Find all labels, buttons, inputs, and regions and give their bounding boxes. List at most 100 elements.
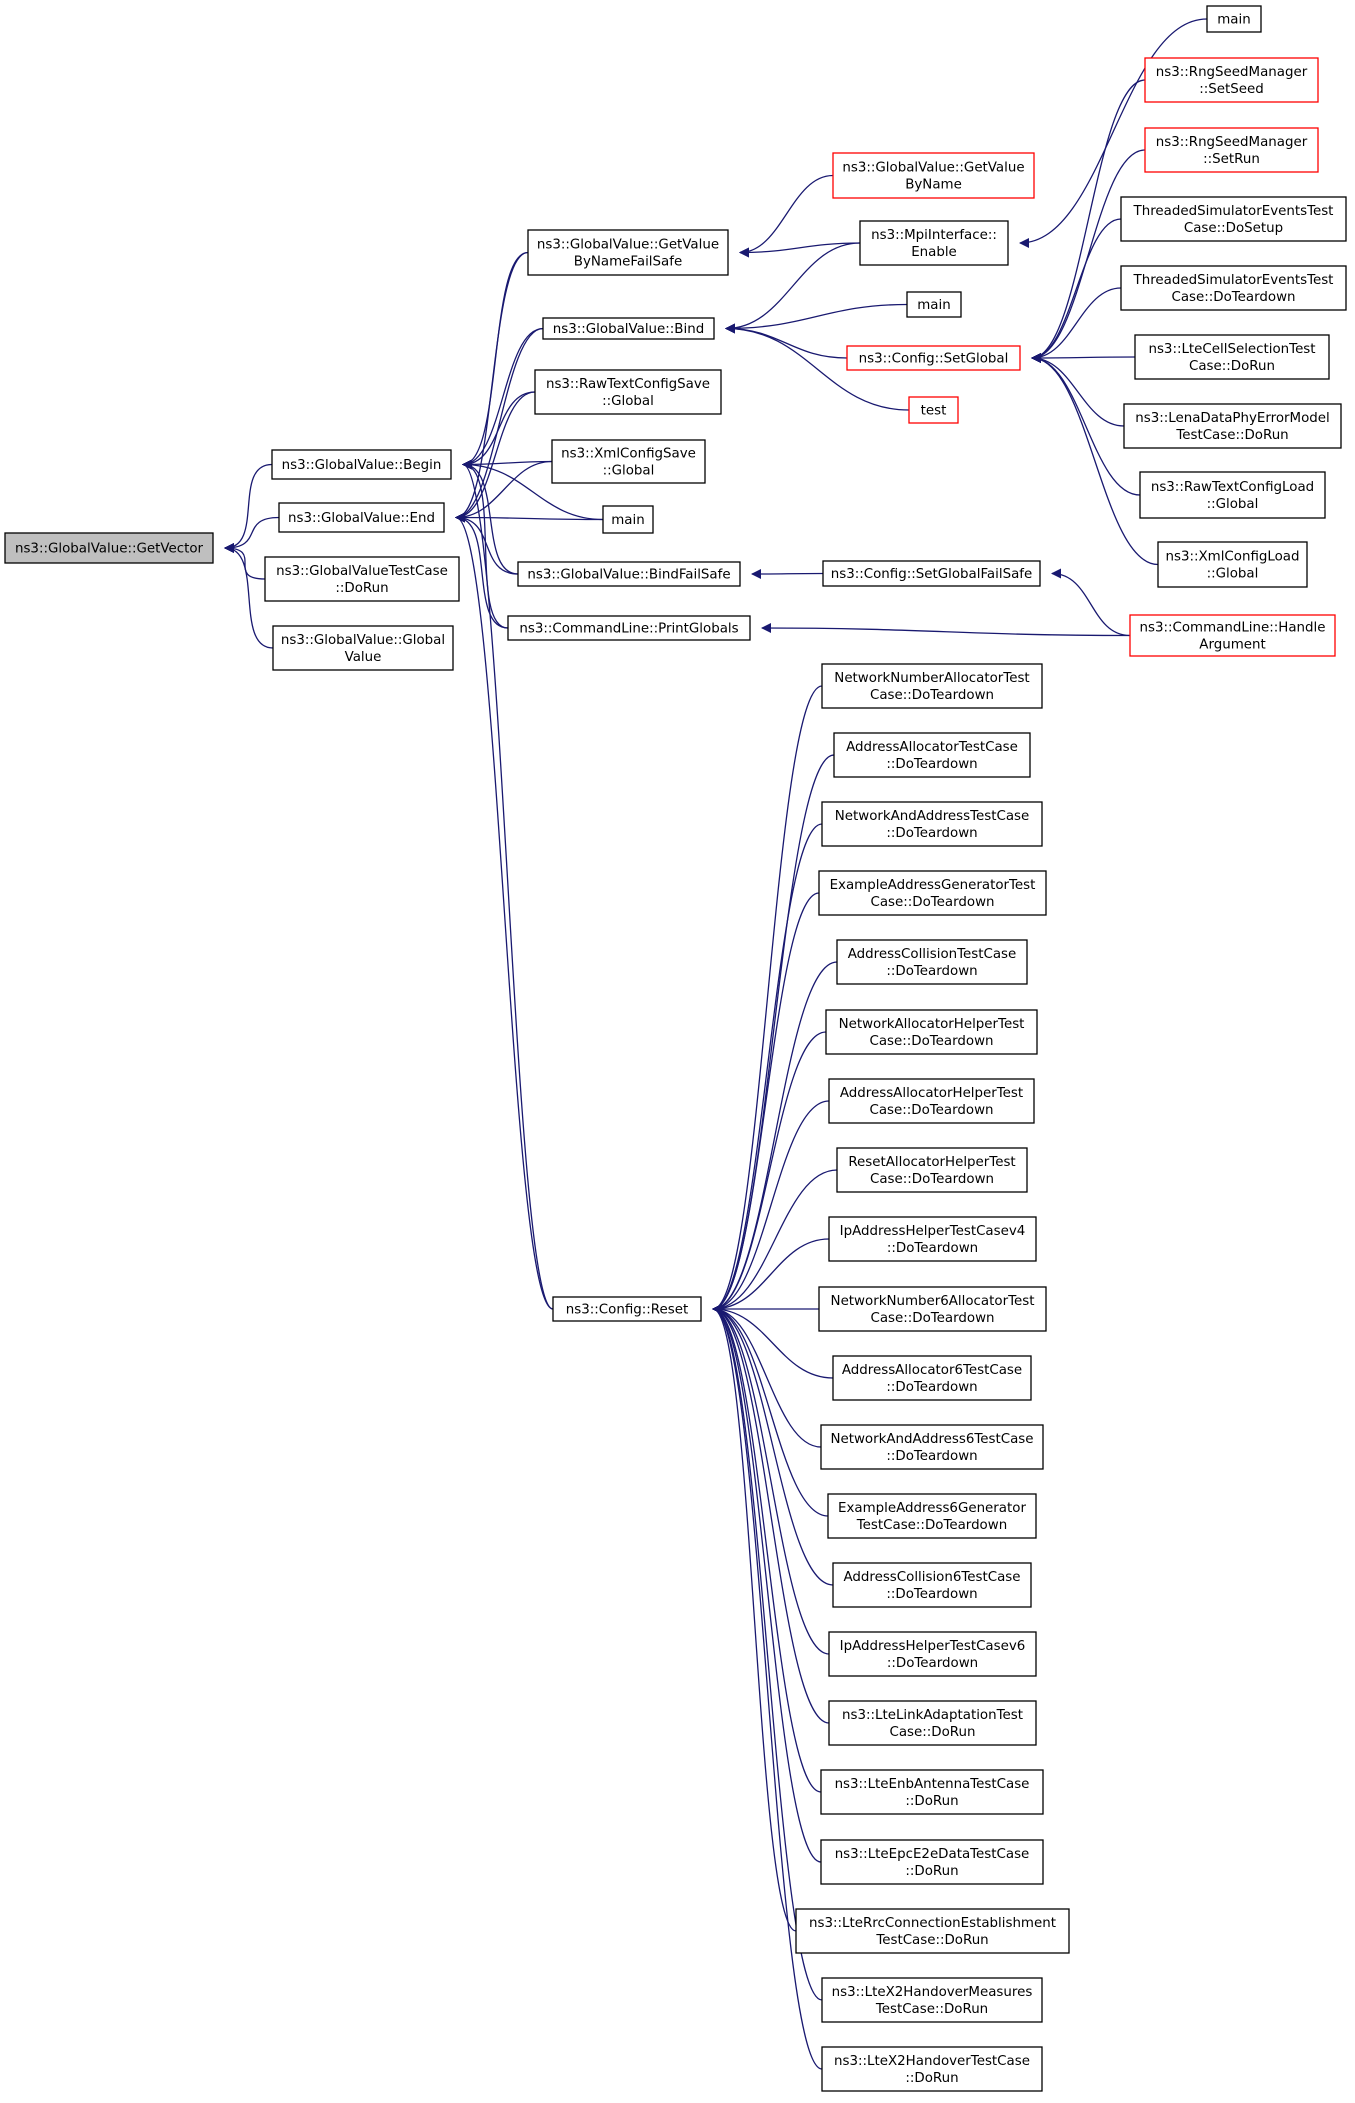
node-label: Case::DoTeardown (869, 1034, 993, 1049)
edge-configreset-r20 (712, 1304, 823, 2001)
node-xmlsave[interactable]: ns3::XmlConfigSave::Global (551, 439, 706, 484)
node-label: Case::DoRun (890, 1725, 976, 1740)
node-label: main (1217, 13, 1250, 28)
node-box (264, 556, 460, 602)
node-label: ns3::Config::SetGlobalFailSafe (831, 567, 1032, 582)
node-box (278, 502, 445, 533)
edge-setglobal-rngsetseed (1031, 79, 1146, 363)
node-r06[interactable]: NetworkAllocatorHelperTestCase::DoTeardo… (825, 1009, 1038, 1055)
node-label: ::SetSeed (1199, 82, 1264, 97)
node-r07[interactable]: AddressAllocatorHelperTestCase::DoTeardo… (828, 1078, 1035, 1124)
node-label: ns3::LteEnbAntennaTestCase (835, 1777, 1030, 1792)
node-r10[interactable]: NetworkNumber6AllocatorTestCase::DoTeard… (818, 1286, 1047, 1332)
edge-configreset-r19 (712, 1304, 797, 1932)
edge-begin-xmlsave (462, 459, 553, 470)
node-r20[interactable]: ns3::LteX2HandoverMeasuresTestCase::DoRu… (821, 1977, 1043, 2023)
node-configreset[interactable]: ns3::Config::Reset (552, 1296, 702, 1322)
node-r15[interactable]: IpAddressHelperTestCasev6::DoTeardown (828, 1631, 1037, 1677)
edge-configreset-r18 (712, 1304, 822, 1863)
node-label: ns3::LteX2HandoverMeasures (832, 1985, 1033, 2000)
node-box (517, 561, 741, 587)
node-bind[interactable]: ns3::GlobalValue::Bind (542, 317, 715, 340)
edge-setglobal-threaded-setup (1031, 218, 1122, 363)
node-label: ns3::GlobalValue::GetVector (15, 542, 204, 557)
node-r01[interactable]: NetworkNumberAllocatorTestCase::DoTeardo… (821, 663, 1043, 709)
node-r14[interactable]: AddressCollision6TestCase::DoTeardown (832, 1562, 1032, 1608)
node-bindfailsafe[interactable]: ns3::GlobalValue::BindFailSafe (517, 561, 741, 587)
node-r11[interactable]: AddressAllocator6TestCase::DoTeardown (832, 1355, 1032, 1401)
node-rawtextsave[interactable]: ns3::RawTextConfigSave::Global (534, 369, 722, 415)
node-label: AddressCollisionTestCase (848, 947, 1017, 962)
node-r17[interactable]: ns3::LteEnbAntennaTestCase::DoRun (820, 1769, 1044, 1815)
node-xmlload[interactable]: ns3::XmlConfigLoad::Global (1157, 541, 1308, 588)
node-label: main (611, 513, 644, 528)
node-r21[interactable]: ns3::LteX2HandoverTestCase::DoRun (821, 2046, 1043, 2092)
node-label: Case::DoRun (1189, 359, 1275, 374)
node-label: IpAddressHelperTestCasev6 (840, 1639, 1026, 1654)
node-box (534, 369, 722, 415)
node-rngsetseed[interactable]: ns3::RngSeedManager::SetSeed (1144, 57, 1319, 103)
node-r19[interactable]: ns3::LteRrcConnectionEstablishmentTestCa… (795, 1908, 1070, 1954)
node-rawtextload[interactable]: ns3::RawTextConfigLoad::Global (1139, 471, 1326, 519)
node-r12[interactable]: NetworkAndAddress6TestCase::DoTeardown (820, 1424, 1044, 1470)
node-box (821, 2046, 1043, 2092)
edge-end-xmlsave (455, 460, 553, 523)
node-label: AddressAllocatorHelperTest (840, 1086, 1023, 1101)
node-label: ByName (905, 178, 962, 193)
node-label: Case::DoTeardown (870, 688, 994, 703)
node-main-center[interactable]: main (602, 505, 654, 534)
node-r05[interactable]: AddressCollisionTestCase::DoTeardown (836, 939, 1028, 985)
edge-getvector-begin (224, 463, 273, 553)
node-test[interactable]: test (908, 396, 959, 424)
edge-bind-main-bind (725, 303, 908, 334)
edge-end-configreset (455, 512, 554, 1310)
node-setglobalfailsafe[interactable]: ns3::Config::SetGlobalFailSafe (822, 560, 1041, 587)
node-label: AddressCollision6TestCase (843, 1570, 1020, 1585)
node-label: ::DoTeardown (886, 826, 977, 841)
edge-bind-setglobal (725, 323, 848, 359)
node-label: Case::DoTeardown (1171, 290, 1295, 305)
node-label: ByNameFailSafe (574, 255, 682, 270)
node-printglobals[interactable]: ns3::CommandLine::PrintGlobals (507, 615, 751, 641)
node-label: ns3::XmlConfigSave (561, 447, 696, 462)
node-box (821, 801, 1043, 847)
node-label: TestCase::DoRun (1175, 428, 1288, 443)
node-lenadataphy[interactable]: ns3::LenaDataPhyErrorModelTestCase::DoRu… (1123, 403, 1342, 449)
node-end[interactable]: ns3::GlobalValue::End (278, 502, 445, 533)
node-r03[interactable]: NetworkAndAddressTestCase::DoTeardown (821, 801, 1043, 847)
node-threaded-teardown[interactable]: ThreadedSimulatorEventsTestCase::DoTeard… (1120, 265, 1347, 311)
node-begin[interactable]: ns3::GlobalValue::Begin (271, 449, 452, 480)
node-box (552, 1296, 702, 1322)
node-label: Case::DoTeardown (870, 1172, 994, 1187)
node-gvglobal[interactable]: ns3::GlobalValue::GlobalValue (272, 625, 454, 671)
edge-begin-configreset (462, 459, 554, 1310)
node-label: ::DoRun (905, 2071, 958, 2086)
node-label: NetworkAndAddressTestCase (835, 809, 1030, 824)
edge-configreset-r09 (712, 1238, 830, 1314)
node-main-top[interactable]: main (1206, 5, 1262, 33)
node-r09[interactable]: IpAddressHelperTestCasev4::DoTeardown (828, 1216, 1037, 1262)
node-r04[interactable]: ExampleAddressGeneratorTestCase::DoTeard… (818, 870, 1047, 916)
node-r02[interactable]: AddressAllocatorTestCase::DoTeardown (833, 732, 1031, 778)
node-getvector[interactable]: ns3::GlobalValue::GetVector (4, 532, 214, 564)
node-setglobal[interactable]: ns3::Config::SetGlobal (846, 345, 1021, 371)
node-rngsetrun[interactable]: ns3::RngSeedManager::SetRun (1144, 127, 1319, 173)
node-box (828, 1216, 1037, 1262)
edge-begin-bind (462, 327, 544, 470)
node-main-bind[interactable]: main (906, 291, 962, 318)
node-gvtestcase[interactable]: ns3::GlobalValueTestCase::DoRun (264, 556, 460, 602)
node-box (1139, 471, 1326, 519)
node-r18[interactable]: ns3::LteEpcE2eDataTestCase::DoRun (820, 1839, 1044, 1885)
edge-setglobal-ltecellselection (1031, 352, 1136, 363)
node-r13[interactable]: ExampleAddress6GeneratorTestCase::DoTear… (827, 1493, 1037, 1539)
node-mpienable[interactable]: ns3::MpiInterface::Enable (859, 220, 1009, 266)
edge-end-main-center (455, 512, 604, 523)
node-box (821, 663, 1043, 709)
